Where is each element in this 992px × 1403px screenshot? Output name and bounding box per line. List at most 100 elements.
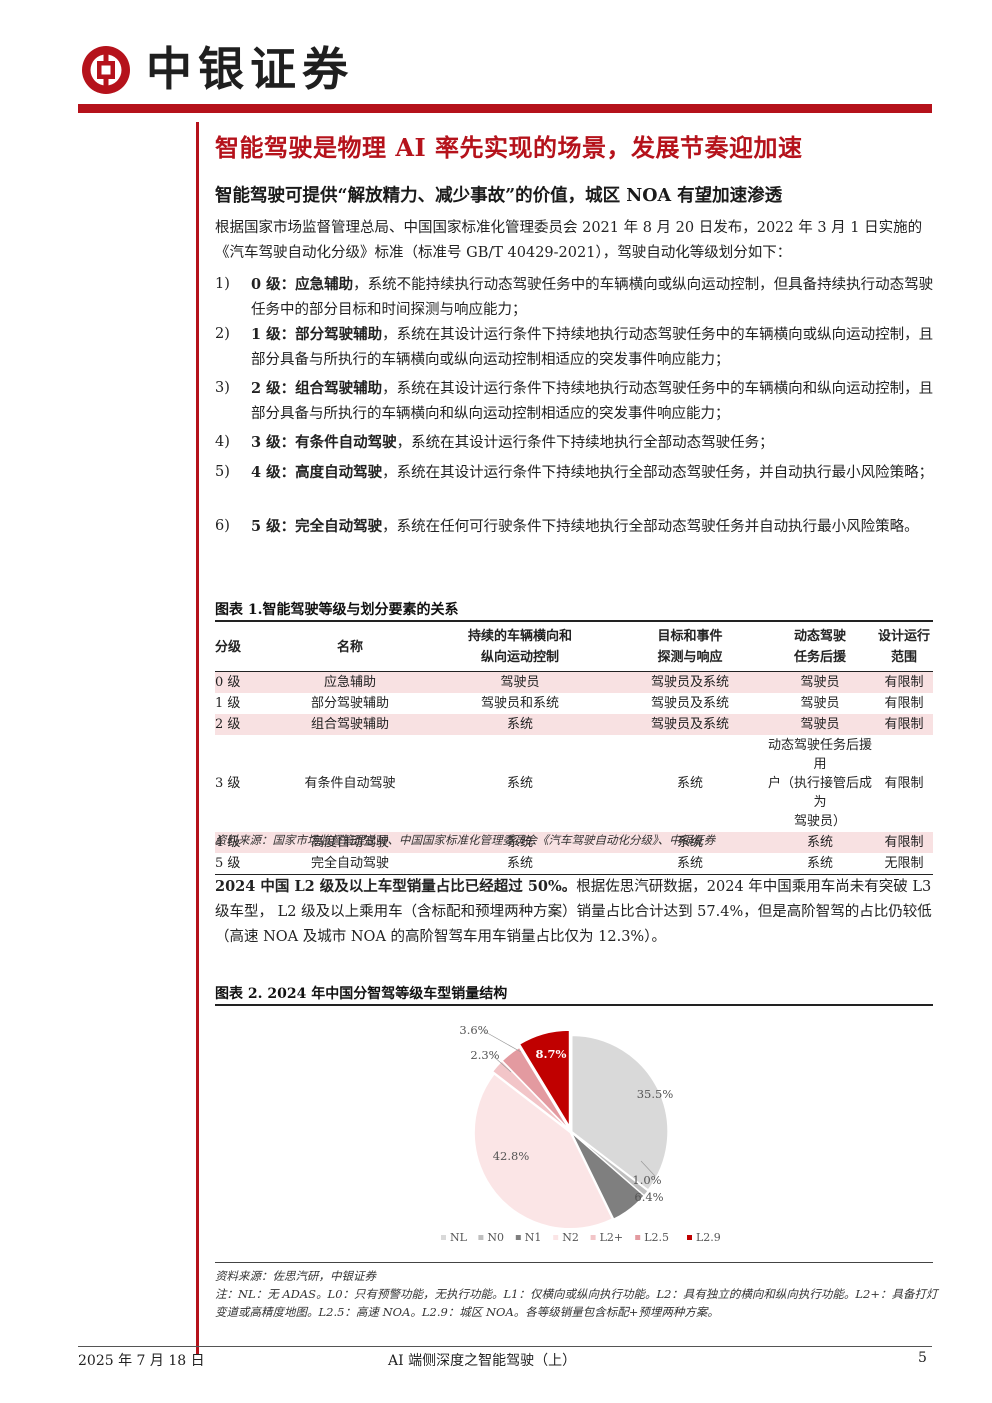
level-item-number: 2): [215, 326, 230, 342]
table-header-cell: 动态驾驶任务后援: [793, 629, 846, 665]
sub-title: 智能驾驶可提供“解放精力、减少事故”的价值，城区 NOA 有望加速渗透: [215, 186, 783, 206]
table-cell: 系统: [676, 856, 703, 871]
logo-icon: [82, 46, 130, 94]
pie-data-label: 42.8%: [493, 1149, 530, 1163]
table-cell: 1 级: [215, 696, 241, 711]
table-header-cell: 目标和事件探测与响应: [657, 629, 723, 665]
table-cell: 有限制: [875, 714, 933, 735]
header-rule: [78, 104, 932, 113]
legend-swatch: [590, 1235, 596, 1240]
chart-note: 注：NL：无 ADAS。L0：只有预警功能，无执行功能。L1：仅横向或纵向执行功…: [215, 1287, 938, 1319]
level-item-description: ，系统在其设计运行条件下持续地执行全部动态驾驶任务；: [396, 435, 774, 451]
level-item-text: 4 级：高度自动驾驶，系统在其设计运行条件下持续地执行全部动态驾驶任务，并自动执…: [251, 460, 935, 486]
pie-slice-n1: [571, 1132, 645, 1220]
level-item-description: ，系统在其设计运行条件下持续地执行动态驾驶任务中的车辆横向和纵向运动控制，且部分…: [251, 381, 934, 422]
page-number: 5: [918, 1350, 927, 1366]
table-cell: 驾驶员: [765, 671, 875, 693]
level-item-heading: 3 级：有条件自动驾驶: [251, 434, 397, 451]
level-item-text: 1 级：部分驾驶辅助，系统在其设计运行条件下持续地执行动态驾驶任务中的车辆横向或…: [251, 322, 935, 373]
pie-leader-line: [481, 1029, 522, 1053]
legend-swatch: [478, 1235, 484, 1240]
table-title: 图表 1.智能驾驶等级与划分要素的关系: [215, 602, 459, 618]
legend-label: L2.5: [644, 1231, 669, 1244]
table-cell: 部分驾驶辅助: [310, 696, 389, 711]
level-item-heading: 2 级：组合驾驶辅助: [251, 380, 383, 397]
table-cell: 驾驶员及系统: [615, 714, 765, 735]
legend-swatch: [635, 1235, 641, 1240]
pie-data-label: 35.5%: [637, 1087, 674, 1101]
table-cell: 动态驾驶任务后援用户（执行接管后成为驾驶员）: [767, 738, 872, 829]
level-item-text: 2 级：组合驾驶辅助，系统在其设计运行条件下持续地执行动态驾驶任务中的车辆横向和…: [251, 376, 935, 427]
table-row: 0 级应急辅助驾驶员驾驶员及系统驾驶员有限制: [215, 671, 933, 693]
table-cell: 驾驶员和系统: [480, 696, 559, 711]
table-cell: 驾驶员: [800, 696, 840, 711]
level-item-heading: 1 级：部分驾驶辅助: [251, 326, 383, 343]
table-cell: 驾驶员: [765, 714, 875, 735]
table-source: 资料来源：国家市场监督管理总局、中国国家标准化管理委员会《汽车驾驶自动化分级》、…: [215, 833, 716, 847]
intro-paragraph: 根据国家市场监督管理总局、中国国家标准化管理委员会 2021 年 8 月 20 …: [215, 220, 923, 261]
chart-source: 资料来源：佐思汽研，中银证券: [215, 1269, 376, 1283]
pie-slice-nl: [571, 1034, 669, 1191]
level-item-heading: 5 级：完全自动驾驶: [251, 518, 383, 535]
level-item-number: 3): [215, 380, 230, 396]
legend-swatch: [441, 1235, 446, 1240]
level-item-description: ，系统在其设计运行条件下持续地执行全部动态驾驶任务，并自动执行最小风险策略；: [382, 465, 934, 481]
legend-label: N1: [525, 1231, 542, 1244]
level-item-number: 6): [215, 518, 230, 534]
level-item-heading: 4 级：高度自动驾驶: [251, 464, 383, 481]
level-item-heading: 0 级：应急辅助: [251, 276, 354, 293]
pie-slice-l25: [501, 1046, 570, 1131]
level-item-number: 5): [215, 464, 230, 480]
legend-label: L2+: [600, 1231, 624, 1244]
pie-data-label: 2.3%: [470, 1048, 499, 1062]
legend-swatch: [553, 1235, 559, 1240]
chart-bottom-rule: [215, 1262, 933, 1263]
table-cell: 无限制: [884, 856, 924, 871]
pie-leader-line: [491, 1054, 512, 1073]
pie-leader-line: [640, 1160, 656, 1177]
pie-data-label: 1.0%: [632, 1173, 661, 1187]
table-cell: 驾驶员: [425, 671, 615, 693]
table-header-cell: 设计运行范围: [877, 629, 930, 665]
table-cell: 组合驾驶辅助: [275, 714, 425, 735]
footer-date: 2025 年 7 月 18 日: [78, 1353, 205, 1369]
level-item-number: 4): [215, 434, 230, 450]
table-cell: 系统: [506, 776, 533, 791]
chart-title-rule: [215, 1004, 933, 1006]
pie-slice-l29: [518, 1029, 570, 1129]
table-cell: 驾驶员及系统: [650, 696, 729, 711]
table-header-cell: 名称: [336, 639, 363, 655]
table-cell: 有限制: [884, 776, 924, 791]
level-item-description: ，系统在其设计运行条件下持续地执行动态驾驶任务中的车辆横向或纵向运动控制，且部分…: [251, 327, 934, 368]
table-cell: 有限制: [884, 696, 924, 711]
level-item-description: ，系统在任何可行驶条件下持续地执行全部动态驾驶任务并自动执行最小风险策略。: [382, 519, 919, 535]
level-item-text: 5 级：完全自动驾驶，系统在任何可行驶条件下持续地执行全部动态驾驶任务并自动执行…: [251, 514, 935, 540]
table-cell: 系统: [425, 714, 615, 735]
level-item-text: 0 级：应急辅助，系统不能持续执行动态驾驶任务中的车辆横向或纵向运动控制，但具备…: [251, 272, 935, 323]
table-cell: 有限制: [875, 832, 933, 853]
legend-swatch: [687, 1235, 692, 1240]
section-title: 智能驾驶是物理 AI 率先实现的场景，发展节奏迎加速: [215, 133, 803, 162]
table-cell: 完全自动驾驶: [310, 856, 389, 871]
table-cell: 有条件自动驾驶: [304, 776, 396, 791]
legend-label: NL: [450, 1231, 468, 1244]
table-cell: 系统: [425, 832, 615, 853]
pie-data-label: 3.6%: [459, 1023, 488, 1037]
legend-label: L2.9: [696, 1231, 721, 1244]
table-header-cell: 分级: [215, 639, 242, 655]
table-cell: 高度自动驾驶: [275, 832, 425, 853]
footer-title: AI 端侧深度之智能驾驶（上）: [388, 1353, 577, 1369]
table-cell: 5 级: [215, 856, 241, 871]
table-cell: 驾驶员及系统: [615, 671, 765, 693]
table-header-row: 分级名称持续的车辆横向和纵向运动控制目标和事件探测与响应动态驾驶任务后援设计运行…: [215, 624, 933, 672]
table-cell: 系统: [765, 832, 875, 853]
legend-label: N2: [562, 1231, 579, 1244]
table-row: 1 级 部分驾驶辅助 驾驶员和系统 驾驶员及系统 驾驶员 有限制: [215, 693, 933, 714]
pie-data-label: 8.7%: [536, 1047, 567, 1061]
table-cell: 系统: [676, 776, 703, 791]
table-cell: 3 级: [215, 776, 241, 791]
table-cell: 0 级: [215, 671, 275, 693]
table-cell: 4 级: [215, 832, 275, 853]
table-title-rule: [215, 620, 933, 622]
